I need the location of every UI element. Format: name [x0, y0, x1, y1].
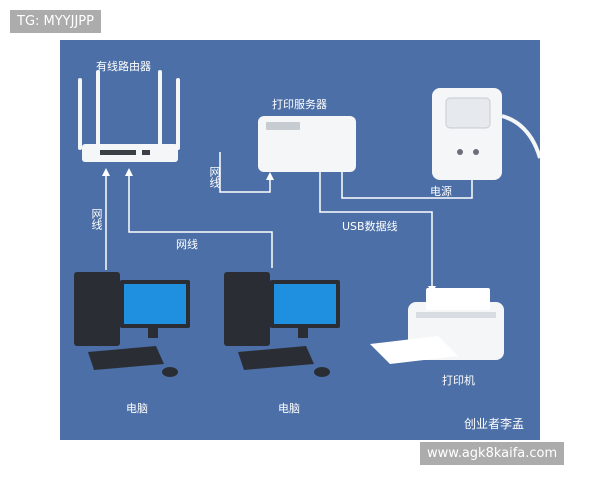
- pc-right-label: 电脑: [278, 402, 300, 415]
- printer-device: [370, 288, 504, 364]
- print-server-label: 打印服务器: [272, 98, 327, 111]
- router-label: 有线路由器: [96, 60, 151, 73]
- usb-cable-server-to-printer: [319, 172, 433, 290]
- diagram-svg: [74, 70, 540, 377]
- pc-left-label: 电脑: [126, 402, 148, 415]
- arrowhead-print-server: [266, 172, 274, 180]
- router-device: [78, 70, 180, 162]
- watermark-top-left: TG: MYYJJPP: [10, 10, 101, 33]
- usb-cable-label: USB数据线: [342, 220, 398, 233]
- power-label: 电源: [430, 185, 452, 198]
- cable-right-pc-label: 网线: [176, 238, 198, 251]
- arrowhead-right-router: [125, 168, 133, 176]
- watermark-bottom-right: www.agk8kaifa.com: [420, 442, 565, 465]
- arrowhead-left-router: [102, 168, 110, 176]
- power-cable: [341, 172, 473, 199]
- print-server-device: [258, 116, 356, 172]
- cable-router-server-label: 网线: [208, 166, 221, 188]
- pc-left-device: [74, 272, 190, 377]
- power-outlet-device: [432, 88, 540, 180]
- cable-left-pc-label: 网线: [90, 208, 103, 230]
- pc-right-device: [224, 272, 340, 377]
- cable-right-pc-to-router: [128, 172, 273, 268]
- connector-lines: [105, 152, 473, 290]
- printer-label: 打印机: [442, 374, 475, 387]
- cable-router-to-print-server: [219, 152, 271, 193]
- author-credit: 创业者李孟: [464, 417, 525, 431]
- diagram-canvas: 有线路由器 打印服务器 电源 网线 网线 网线 USB数据线 打印机 电脑 电脑…: [60, 40, 540, 440]
